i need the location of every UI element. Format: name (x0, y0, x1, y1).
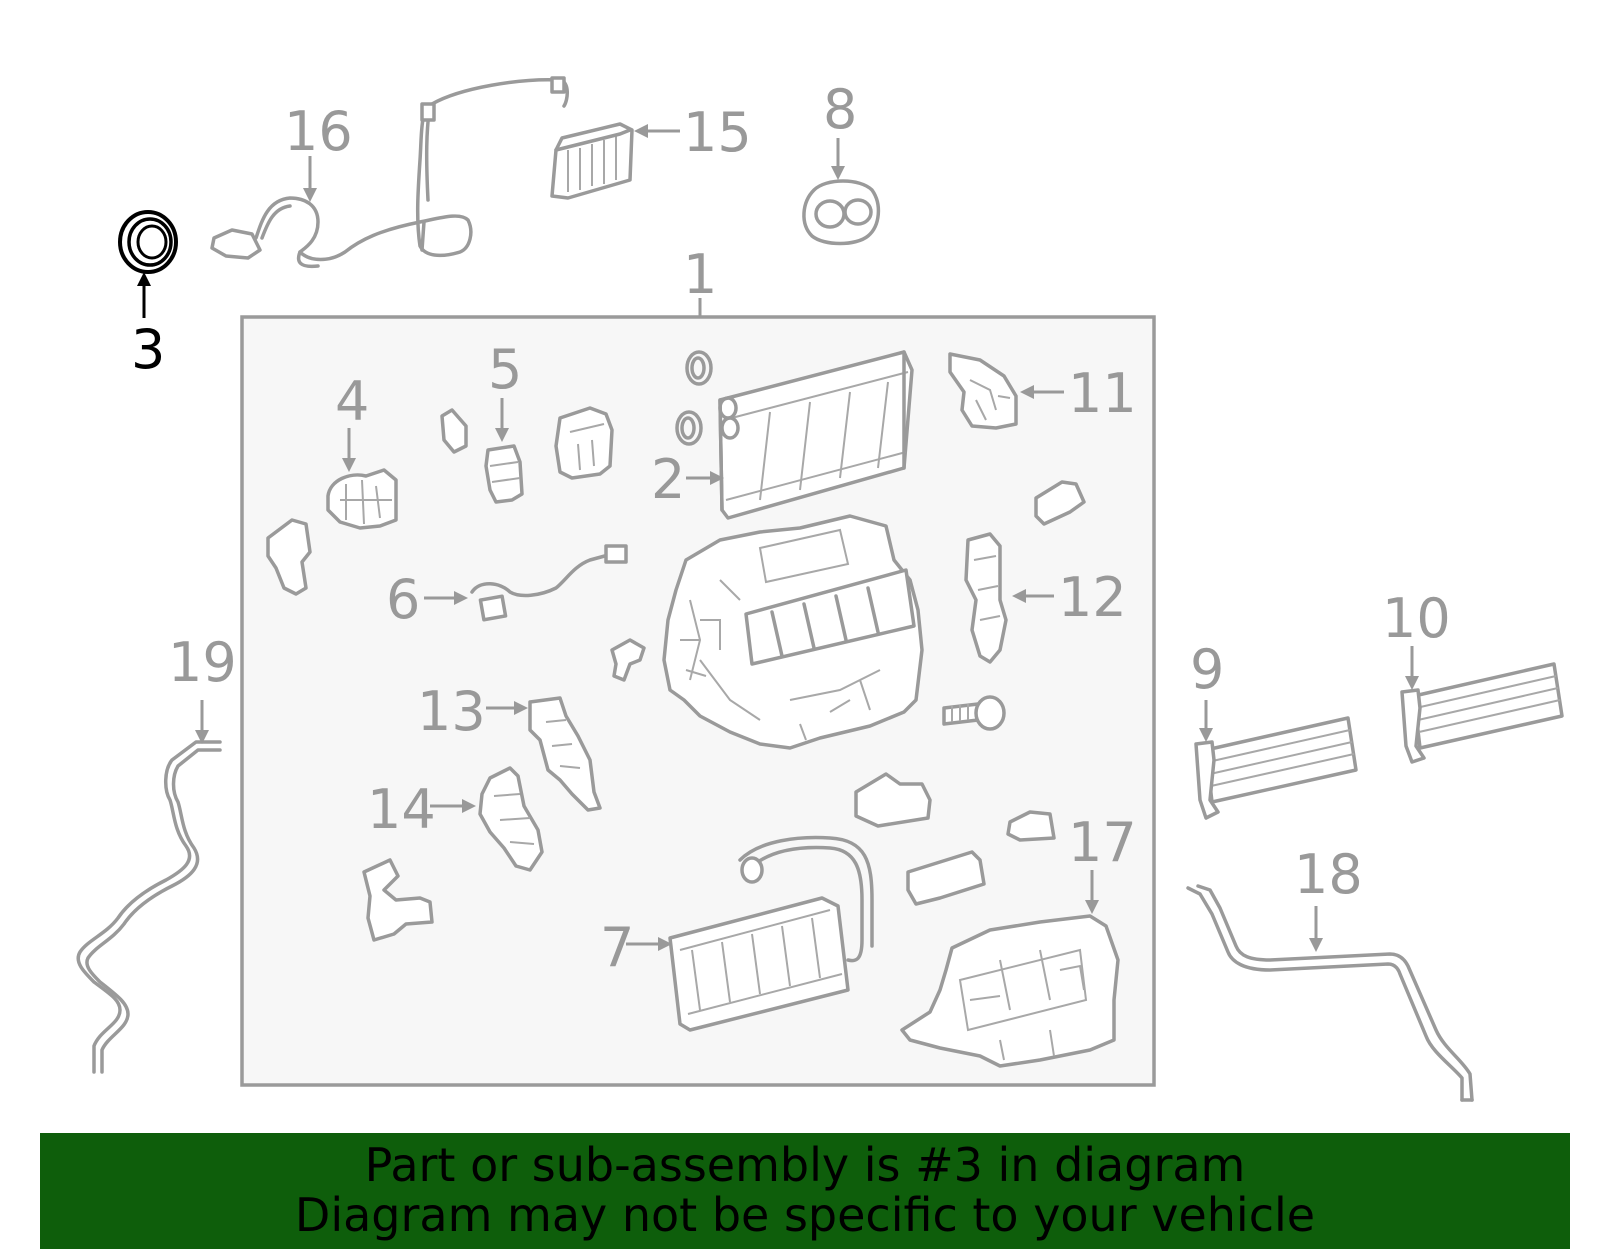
part-5-switch[interactable] (484, 444, 524, 504)
callout-14[interactable]: 14 (367, 778, 436, 841)
small-bracket (610, 638, 646, 682)
housing-cover (554, 406, 614, 480)
clip-small (440, 408, 468, 454)
arrowhead-15 (634, 124, 648, 138)
o-rings (675, 350, 713, 446)
part-14-servo[interactable] (478, 766, 544, 872)
arrowhead-18 (1309, 938, 1323, 952)
info-banner: Part or sub-assembly is #3 in diagram Di… (40, 1133, 1570, 1249)
callout-10[interactable]: 10 (1382, 587, 1451, 650)
arrowhead-19 (195, 730, 209, 744)
shutter-bracket (854, 772, 932, 828)
part-7-heater-core[interactable] (668, 835, 874, 1032)
arrowhead-17 (1085, 900, 1099, 914)
callout-18[interactable]: 18 (1294, 843, 1363, 906)
part-13-servo[interactable] (528, 696, 602, 812)
part-16-wire-harness[interactable] (210, 76, 569, 269)
part-12-bracket[interactable] (964, 532, 1008, 664)
arrowhead-16 (303, 188, 317, 202)
callout-16[interactable]: 16 (284, 100, 353, 163)
banner-line-1: Part or sub-assembly is #3 in diagram (364, 1138, 1246, 1192)
callout-17[interactable]: 17 (1068, 811, 1137, 874)
arrowhead-10 (1405, 676, 1419, 690)
callout-3[interactable]: 3 (131, 318, 165, 381)
screw (942, 695, 1006, 731)
arrowhead-6 (454, 591, 468, 605)
callout-15[interactable]: 15 (683, 101, 752, 164)
damper (906, 850, 986, 906)
part-2-evaporator[interactable] (718, 350, 914, 520)
callout-4[interactable]: 4 (335, 370, 369, 433)
arrowhead-9 (1199, 728, 1213, 742)
part-18-pipe[interactable] (1186, 884, 1474, 1102)
part-4-actuator[interactable] (326, 468, 398, 530)
banner-line-2: Diagram may not be specific to your vehi… (294, 1188, 1316, 1242)
part-19-hose[interactable] (76, 740, 222, 1074)
part-9-heater-element[interactable] (1194, 716, 1358, 820)
callout-2[interactable]: 2 (651, 448, 685, 511)
part-11-bracket[interactable] (948, 352, 1018, 430)
arrowhead-11 (1020, 385, 1034, 399)
arrowhead-3 (137, 272, 151, 286)
arrowhead-13 (514, 701, 528, 715)
part-15-module[interactable] (550, 122, 634, 200)
arrowhead-2 (710, 471, 724, 485)
part-8-grommet[interactable] (802, 179, 881, 246)
arrowhead-7 (658, 937, 672, 951)
callout-5[interactable]: 5 (488, 338, 522, 401)
arrowhead-12 (1012, 589, 1026, 603)
arrowhead-14 (462, 799, 476, 813)
part-6-sensor-wire[interactable] (470, 544, 628, 622)
arrowhead-4 (342, 458, 356, 472)
arrowhead-5 (495, 428, 509, 442)
clip-upper-right (1034, 480, 1086, 526)
part-3-grommet[interactable] (118, 210, 178, 274)
part-10-heater-element[interactable] (1400, 662, 1564, 764)
part-17-lower-case[interactable] (900, 914, 1120, 1068)
hvac-case (662, 514, 924, 750)
arrowhead-8 (831, 166, 845, 180)
callout-6[interactable]: 6 (386, 568, 420, 631)
duct-lower-left (362, 858, 434, 942)
callout-9[interactable]: 9 (1190, 638, 1224, 701)
callout-1[interactable]: 1 (683, 243, 717, 306)
duct-left (266, 518, 312, 596)
callout-8[interactable]: 8 (823, 78, 857, 141)
callout-7[interactable]: 7 (600, 916, 634, 979)
clip-near-17 (1006, 810, 1056, 842)
callout-12[interactable]: 12 (1058, 566, 1127, 629)
callout-11[interactable]: 11 (1068, 362, 1137, 425)
callout-19[interactable]: 19 (168, 631, 237, 694)
callout-13[interactable]: 13 (417, 680, 486, 743)
